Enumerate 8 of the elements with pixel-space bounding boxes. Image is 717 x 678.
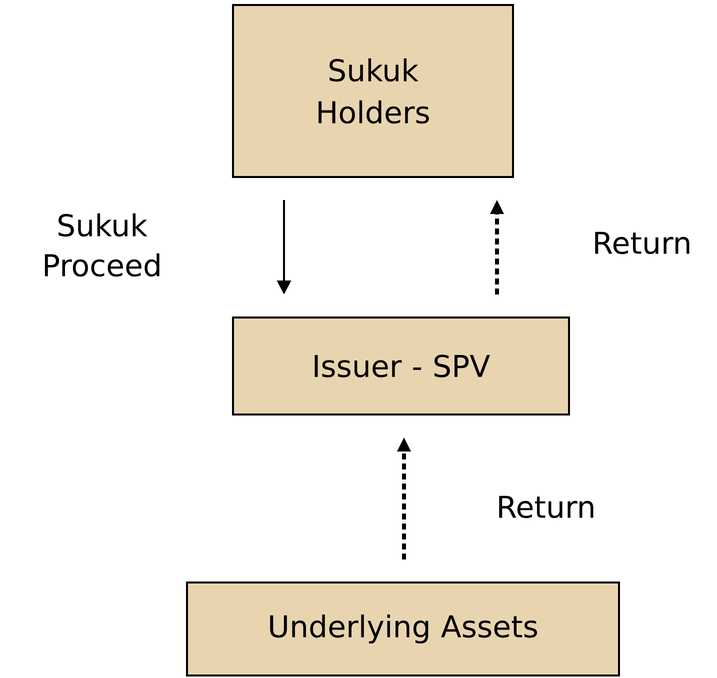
process-box: Sukuk Holders: [232, 4, 514, 178]
edge-label: Sukuk Proceed: [44, 213, 160, 277]
arrow: [397, 438, 411, 560]
edge-label: Return: [595, 232, 690, 254]
arrow: [490, 200, 504, 294]
process-box: Underlying Assets: [186, 582, 620, 676]
process-box: Issuer - SPV: [232, 316, 570, 416]
edge-label: Return: [499, 496, 594, 518]
